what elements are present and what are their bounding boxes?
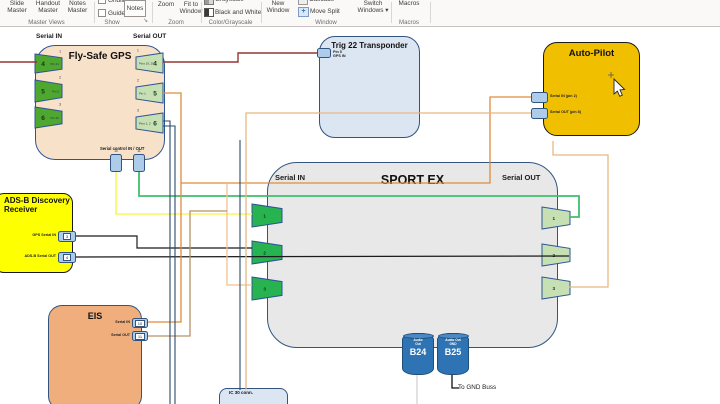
connector-10[interactable]: 10 [132, 318, 148, 328]
connector-number: 10 [135, 319, 145, 327]
wire-eis-out-tan[interactable] [148, 210, 227, 337]
group-separator [94, 2, 95, 23]
connector-label: GPS Serial IN [32, 233, 56, 237]
port-text: 2 [263, 251, 266, 256]
wire-adsb-in-black[interactable] [76, 235, 252, 249]
black-and-white-button[interactable]: Black and White [215, 9, 262, 16]
label-serial-out[interactable]: Serial OUT [133, 33, 167, 40]
wire-gps-out6-navy-b[interactable] [163, 125, 176, 404]
grayscale-icon [204, 0, 214, 5]
black-and-white-icon [204, 8, 214, 17]
connector-11[interactable] [133, 154, 145, 172]
connector-label: Serial IN (pin 2) [550, 93, 577, 98]
wire-gps-to-transponder-red[interactable] [163, 52, 318, 63]
checkbox-icon [98, 9, 106, 17]
fit-to-window-button[interactable]: Fit to Window [179, 1, 203, 15]
gridlines-checkbox[interactable]: Gridlines [98, 0, 133, 4]
port-text: 3 [263, 287, 266, 292]
block-sportex[interactable]: SPORT EX [267, 162, 558, 348]
group-separator [391, 2, 392, 23]
connector-3[interactable]: 3 [58, 231, 76, 242]
notes-master-button[interactable]: Notes Master [63, 0, 92, 15]
notes-button[interactable]: Notes [124, 0, 146, 17]
cascade-icon [298, 0, 308, 5]
connector-number: 11 [135, 332, 145, 340]
gridlines-label: Gridlines [108, 0, 134, 4]
label-serial-in[interactable]: Serial IN [36, 33, 63, 40]
slide-master-button[interactable]: Slide Master [2, 0, 32, 15]
connector[interactable] [317, 48, 331, 58]
handout-master-button[interactable]: Handout Master [33, 0, 63, 15]
block-autopilot[interactable]: Auto-Pilot [543, 42, 640, 136]
show-dialog-launcher-icon[interactable]: ↘ [143, 18, 149, 24]
guides-label: Guides [108, 9, 129, 17]
wire-peach-branch-sportex-in3[interactable] [226, 183, 252, 286]
group-label-window: Window [315, 19, 337, 26]
connector-number: 4 [63, 254, 71, 261]
ribbon: Slide Master Handout Master Notes Master… [0, 0, 720, 27]
guides-checkbox[interactable]: Guides [98, 9, 128, 17]
connector-label: ADS-B Serial OUT [24, 254, 56, 258]
block-eis-title: EIS [87, 311, 103, 321]
group-label-show: Show [104, 19, 120, 26]
switch-windows-button[interactable]: Switch Windows ▾ [355, 0, 391, 15]
move-split-icon: + [298, 7, 309, 17]
block-autopilot-title: Auto-Pilot [568, 48, 615, 59]
macros-button[interactable]: Macros [394, 0, 424, 8]
block-transponder-title: Trig 22 Transponder [331, 41, 408, 50]
connector-number: 3 [63, 233, 71, 240]
label-serial-out[interactable]: Serial OUT [502, 173, 541, 182]
connector-10[interactable] [110, 154, 122, 172]
group-separator [152, 2, 153, 23]
connector-number-label: 10 [114, 148, 118, 153]
connector-4[interactable]: 4 [58, 252, 76, 263]
cascade-button[interactable]: Cascade [309, 0, 334, 3]
move-split-button[interactable]: Move Split [310, 8, 340, 15]
checkbox-icon [98, 0, 106, 4]
label-to-gnd-buss[interactable]: To GND Buss [458, 384, 497, 391]
wire-gps-out6-navy-a[interactable] [163, 120, 171, 404]
group-separator [430, 2, 431, 23]
wire-autopilot-sportex-out3-tan[interactable] [552, 141, 609, 288]
group-separator [201, 2, 202, 23]
group-label-master-views: Master Views [28, 19, 65, 26]
new-window-button[interactable]: New Window [264, 0, 292, 15]
group-label-zoom: Zoom [168, 19, 184, 26]
block-eis[interactable]: EIS [48, 305, 142, 404]
connector-label: Serial OUT [111, 333, 130, 337]
block-ic30[interactable]: IC 30 conn. [219, 388, 288, 404]
label-serial-in[interactable]: Serial IN [275, 173, 306, 182]
block-adsb-title: ADS-B Discovery Receiver [4, 196, 70, 214]
block-gps[interactable]: Fly-Safe GPS [35, 45, 165, 160]
port-text: 1 [263, 214, 266, 219]
connector[interactable] [531, 92, 548, 103]
block-ic30-title: IC 30 conn. [229, 390, 254, 395]
connector-label: Serial IN [115, 320, 130, 324]
connector[interactable] [531, 108, 548, 119]
label-serial-control-in-out[interactable]: Serial control IN / OUT [100, 146, 145, 151]
group-label-macros: Macros [399, 19, 419, 26]
group-label-color-grayscale: Color/Grayscale [208, 19, 253, 26]
connector-label: Serial OUT (pin 8) [550, 109, 581, 114]
zoom-button[interactable]: Zoom [155, 1, 177, 9]
connector-11[interactable]: 11 [132, 331, 148, 341]
wire-gps-ctrl-yellow[interactable] [115, 171, 252, 215]
grayscale-button[interactable]: Grayscale [215, 0, 244, 3]
connector-number-label: 11 [137, 148, 141, 153]
block-gps-title: Fly-Safe GPS [68, 51, 132, 62]
group-separator [261, 2, 262, 23]
